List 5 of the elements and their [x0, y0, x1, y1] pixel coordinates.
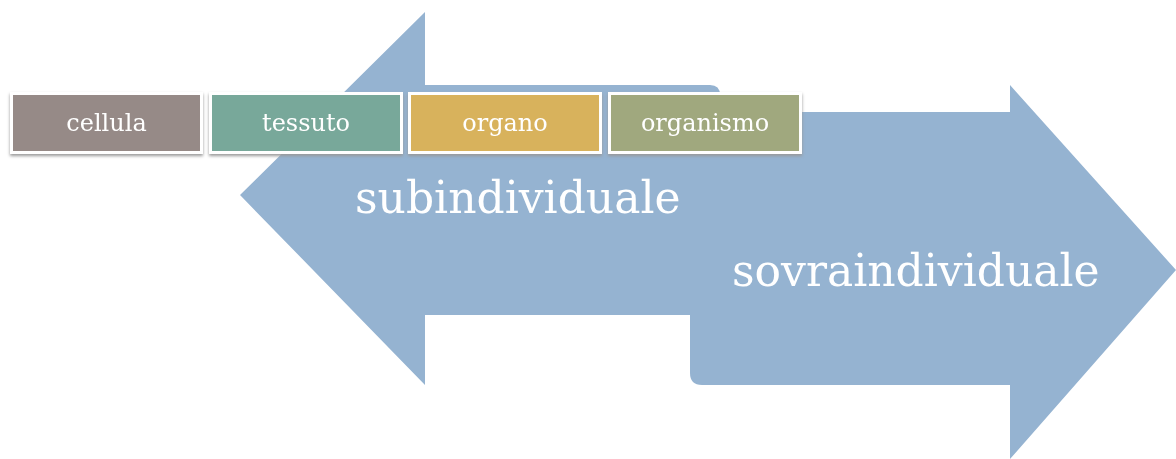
level-box: tessuto: [209, 92, 403, 154]
arrow-label: sovraindividuale: [732, 245, 1100, 296]
arrow-label: subindividuale: [355, 172, 681, 223]
level-box: cellula: [10, 92, 203, 154]
level-box: organismo: [608, 92, 802, 154]
